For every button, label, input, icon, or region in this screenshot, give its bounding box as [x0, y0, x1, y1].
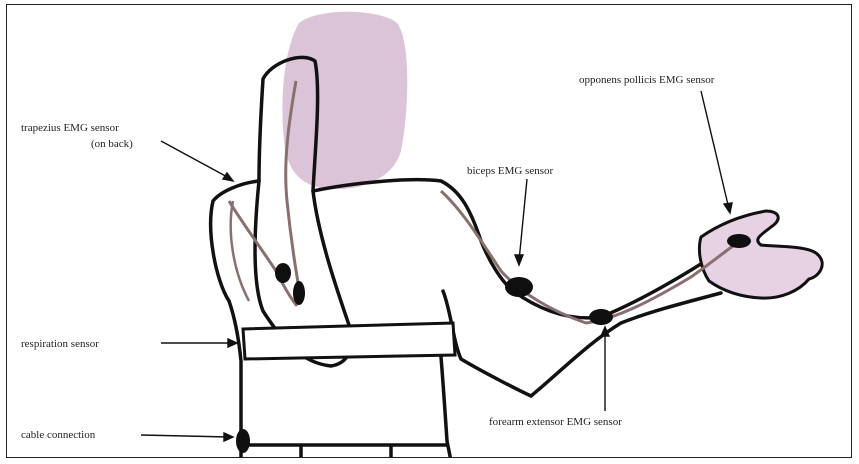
cable-connector [236, 429, 250, 453]
forearm-sensor [589, 309, 613, 325]
trapezius-sensor [275, 263, 291, 283]
arrow-biceps [519, 179, 527, 261]
label-trapezius-note: (on back) [91, 138, 133, 150]
arm-cable [441, 191, 737, 323]
label-cable: cable connection [21, 429, 96, 441]
extended-arm-outline [443, 291, 721, 396]
label-opponens: opponens pollicis EMG sensor [579, 74, 715, 86]
arrow-trapezius [161, 141, 231, 179]
arrowhead-respiration [228, 339, 237, 347]
biceps-sensor [505, 277, 533, 297]
lower-body-outline [245, 357, 451, 458]
diagram-frame: trapezius EMG sensor (on back) biceps EM… [6, 4, 852, 458]
torso-outline [313, 180, 721, 318]
arrow-cable [141, 435, 229, 437]
label-respiration: respiration sensor [21, 338, 99, 350]
trapezius-cable [229, 201, 297, 306]
sensor-diagram: trapezius EMG sensor (on back) biceps EM… [7, 5, 852, 458]
label-trapezius: trapezius EMG sensor [21, 122, 119, 134]
opponens-sensor [727, 234, 751, 248]
arrowhead-opponens [724, 203, 732, 213]
label-biceps: biceps EMG sensor [467, 165, 553, 177]
hand-shape [699, 211, 822, 298]
label-forearm: forearm extensor EMG sensor [489, 416, 622, 428]
trapezius-sensor-2 [293, 281, 305, 305]
back-outline [211, 181, 259, 458]
head-shape [282, 12, 407, 189]
arrowhead-biceps [515, 255, 523, 265]
arrowhead-trapezius [223, 173, 233, 181]
arrow-opponens [701, 91, 729, 209]
respiration-belt [243, 323, 455, 359]
arrowhead-cable [224, 433, 233, 441]
